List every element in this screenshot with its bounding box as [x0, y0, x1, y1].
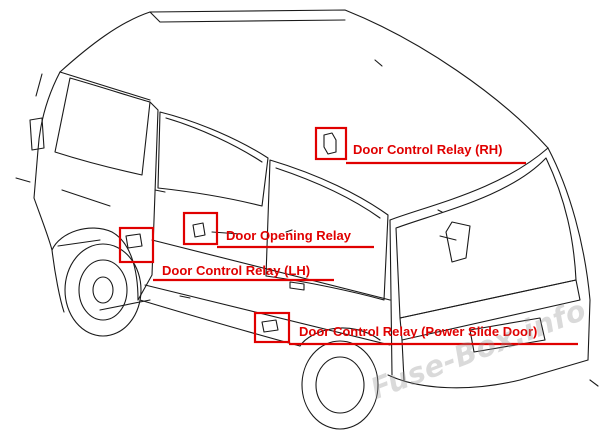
label-door-opening-relay: Door Opening Relay: [226, 228, 351, 243]
callout-box-opening: [182, 211, 219, 246]
label-door-control-relay-lh: Door Control Relay (LH): [162, 263, 311, 278]
label-door-control-relay-rh: Door Control Relay (RH): [353, 142, 503, 157]
label-door-control-relay-power-slide: Door Control Relay (Power Slide Door): [299, 324, 538, 339]
callout-box-power-slide: [253, 311, 291, 344]
callout-box-rh: [314, 126, 348, 161]
callout-box-lh: [118, 226, 155, 264]
